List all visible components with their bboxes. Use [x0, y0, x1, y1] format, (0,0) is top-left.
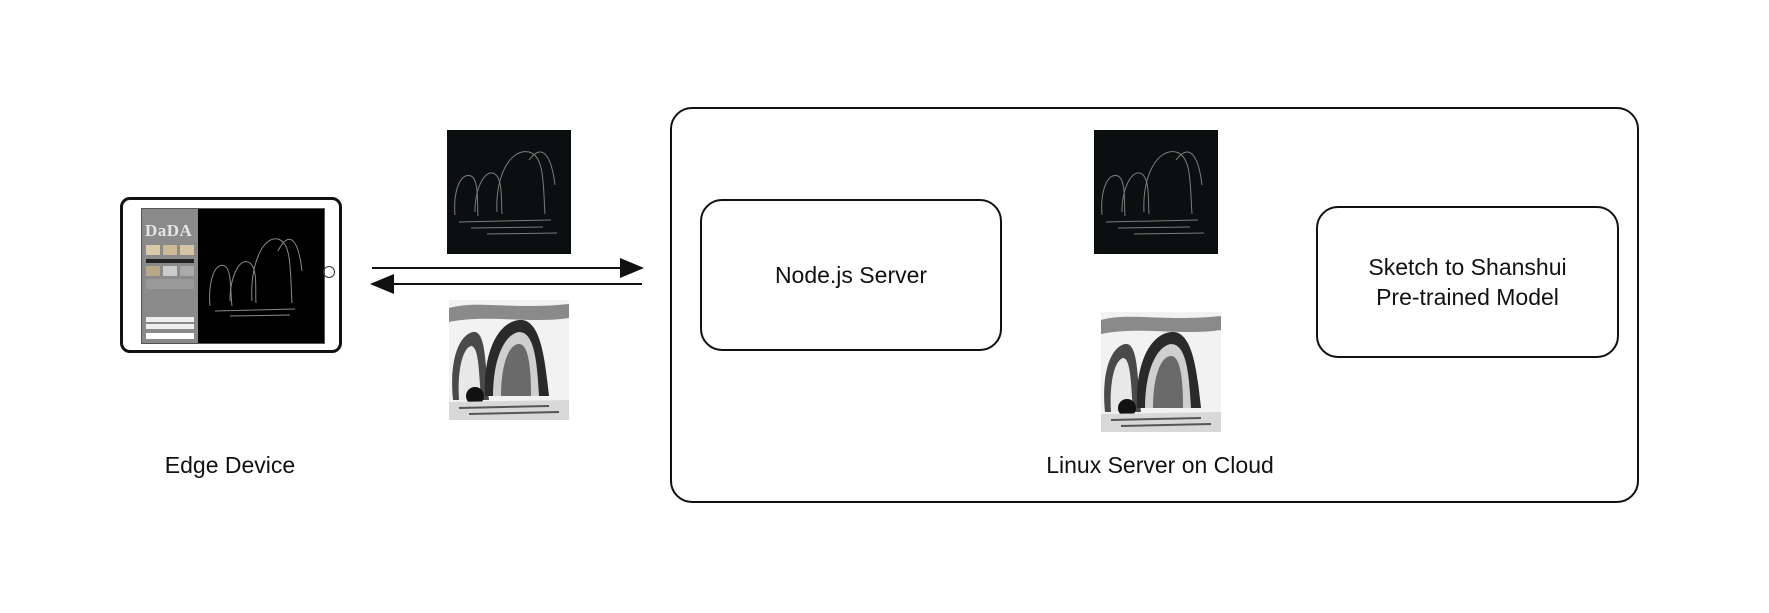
edge-device-label: Edge Device	[164, 452, 296, 478]
sketch-image-to-model	[1094, 130, 1218, 254]
nodejs-server-label: Node.js Server	[774, 261, 928, 288]
tablet-side-panel: DaDA	[142, 209, 198, 343]
model-label-line2: Pre-trained Model	[1376, 284, 1559, 310]
edge-device-tablet: DaDA	[120, 197, 342, 353]
model-label: Sketch to Shanshui Pre-trained Model	[1368, 252, 1566, 312]
model-label-line1: Sketch to Shanshui	[1368, 254, 1567, 280]
tablet-home-button	[323, 266, 335, 278]
tablet-screen: DaDA	[141, 208, 325, 344]
nodejs-server-box: Node.js Server	[700, 199, 1002, 351]
cloud-server-label: Linux Server on Cloud	[1046, 452, 1274, 478]
shanshui-image-result	[449, 300, 569, 420]
sketch-image-upload	[447, 130, 571, 254]
tablet-drawing-canvas	[200, 211, 320, 335]
tablet-panel-thumbnails	[146, 245, 194, 339]
shanshui-model-box: Sketch to Shanshui Pre-trained Model	[1316, 206, 1619, 358]
shanshui-image-from-model	[1101, 312, 1221, 432]
tablet-app-logo: DaDA	[145, 221, 193, 240]
